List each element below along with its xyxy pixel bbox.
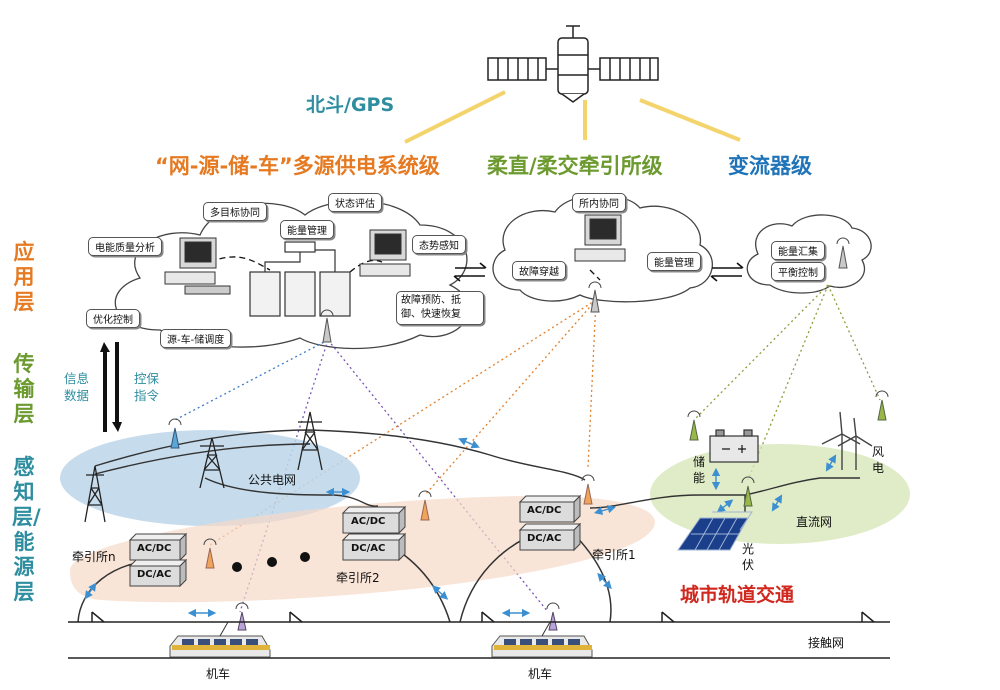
dc-network-label: 直流网 [796,515,833,529]
substation-energy-management-box: 能量管理 [647,252,701,271]
situation-awareness-box: 态势感知 [412,235,466,254]
power-tower-icon [199,437,225,489]
antenna-icon [687,410,701,441]
energy-storage-label: 储能 [693,455,706,485]
beidou-gps-label: 北斗/GPS [306,94,395,116]
photovoltaic-label: 光伏 [742,542,755,572]
satellite-icon [487,25,659,103]
converter-level-heading: 变流器级 [728,154,812,178]
locomotive-right-label: 机车 [528,667,553,681]
antenna-icon [588,281,602,313]
antenna-icon [320,309,334,343]
sync-arrows [453,262,744,282]
converter-dc-ac-label: DC/AC [351,543,386,554]
converter-dc-ac-label: DC/AC [137,569,172,580]
solar-panel-icon [677,511,753,551]
battery-icon [709,429,759,463]
in-station-coordination-box: 所内协同 [572,193,626,212]
catenary-label: 接触网 [808,636,845,650]
server-rack-icon [249,241,351,317]
info-data-label: 信息数据 [64,371,90,403]
power-flow-arrows [84,437,837,618]
catenary-and-track [68,611,890,659]
application-layer-label: 应用层 [13,240,35,314]
info-control-arrows [100,342,122,432]
computer-icon [574,214,626,262]
antenna-icon [546,602,560,631]
fault-prevention-box: 故障预防、抵御、快速恢复 [396,291,484,325]
train-icon [169,621,271,658]
antenna-icon [168,418,182,449]
converter-stack-icon [341,505,407,562]
fault-ride-through-box: 故障穿越 [512,261,566,280]
power-quality-box: 电能质量分析 [88,237,162,256]
antenna-icon [875,390,889,421]
optimization-control-box: 优化控制 [86,309,140,328]
perception-energy-layer-label: 感知层/能源层 [12,455,41,604]
substation-2-label: 牵引所2 [336,571,380,585]
substation-1-label: 牵引所1 [592,548,636,562]
wind-power-label: 风电 [872,445,885,475]
source-vehicle-storage-dispatch-box: 源-车-储调度 [160,329,232,348]
control-command-label: 控保指令 [134,371,160,403]
locomotive-left-label: 机车 [206,667,231,681]
computer-icon [359,229,411,277]
state-assessment-box: 状态评估 [328,193,382,212]
converter-ac-dc-label: AC/DC [527,505,562,516]
converter-ac-dc-label: AC/DC [351,516,386,527]
train-icon [491,621,593,658]
power-tower-icon [84,465,106,523]
energy-aggregation-box: 能量汇集 [771,241,825,260]
dc-network-region [650,444,910,544]
antenna-icon [203,538,217,569]
energy-management-box: 能量管理 [280,220,334,239]
public-grid-label: 公共电网 [248,473,297,487]
transmission-layer-label: 传输层 [13,352,35,426]
wind-turbine-icon [821,411,873,470]
antenna-icon [581,474,595,505]
substation-level-heading: 柔直/柔交牵引所级 [487,154,663,178]
converter-stack-icon [518,494,582,552]
satellite-beams [404,90,741,144]
substation-n-label: 牵引所n [72,550,116,564]
converter-stack-icon [128,532,188,588]
antenna-icon [741,476,755,507]
system-level-heading: “网-源-储-车”多源供电系统级 [155,154,440,178]
ellipsis-dots [232,552,310,572]
multi-target-coordination-box: 多目标协同 [203,202,267,221]
computer-icon [164,237,231,295]
antenna-icon [235,602,249,631]
converter-dc-ac-label: DC/AC [527,533,562,544]
converter-ac-dc-label: AC/DC [137,543,172,554]
power-tower-icon [297,411,323,471]
urban-rail-transit-label: 城市轨道交通 [680,584,795,606]
antenna-icon [836,237,850,269]
balance-control-box: 平衡控制 [771,262,825,281]
antenna-icon [418,490,432,521]
